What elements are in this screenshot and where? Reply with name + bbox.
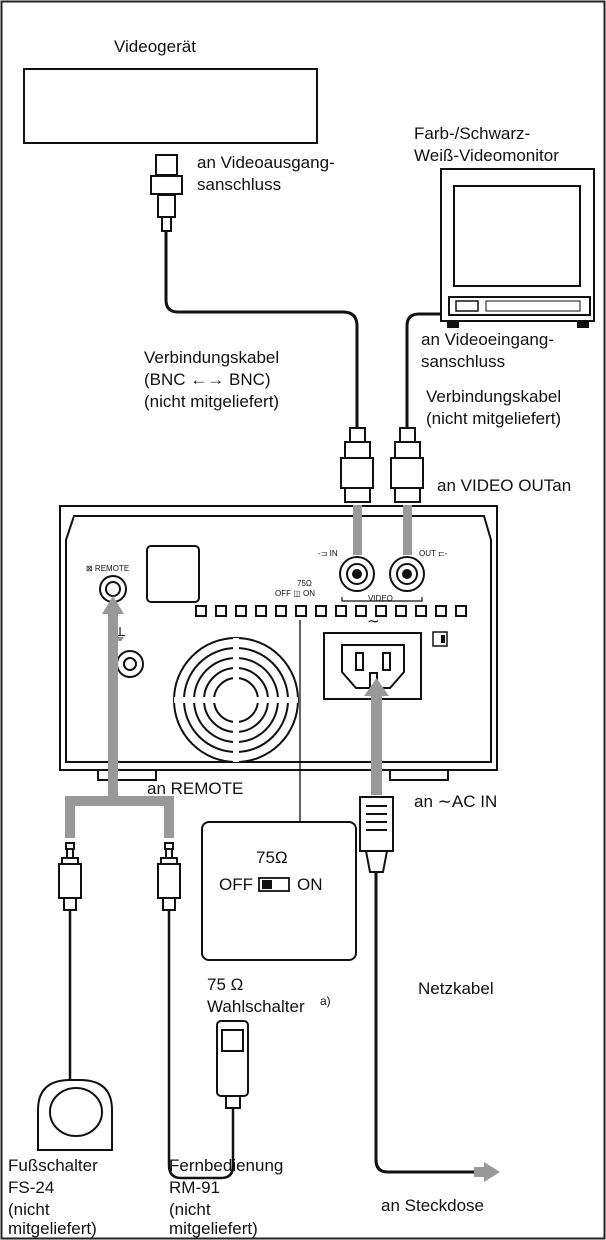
panel-video-in-text: -⊐ IN xyxy=(318,549,338,558)
monitor-label-1: Farb-/Schwarz- xyxy=(414,124,531,143)
panel-video-out-text: OUT ⊏- xyxy=(419,549,448,558)
panel-remote-text: ⊠ REMOTE xyxy=(86,564,130,573)
video-in-socket xyxy=(339,556,375,592)
video-input-label-2: sanschluss xyxy=(421,352,506,371)
footswitch-device xyxy=(37,1079,113,1151)
remote-control-label-4: mitgeliefert) xyxy=(169,1219,258,1238)
panel-ohm-text: 75Ω xyxy=(297,579,312,588)
video-device-bnc-connector xyxy=(150,154,183,232)
video-device-box xyxy=(23,68,318,144)
ac-in-label: an ∼AC IN xyxy=(414,792,498,811)
video-monitor xyxy=(440,168,595,328)
power-plug xyxy=(359,796,394,873)
video-bracket xyxy=(341,597,423,602)
monitor-label-2: Weiß-Videomonitor xyxy=(414,146,559,165)
bnc-plug-left xyxy=(340,427,374,503)
outlet-label: an Steckdose xyxy=(381,1196,485,1215)
monitor-cable xyxy=(405,312,441,428)
panel-ac-text: ∼ xyxy=(367,613,380,630)
footswitch-label-3: (nicht xyxy=(8,1200,50,1219)
bnc-plug-right xyxy=(390,427,424,503)
footswitch-label-1: Fußschalter xyxy=(8,1156,98,1175)
remote-control-label-2: RM-91 xyxy=(169,1178,221,1197)
ac-arrow xyxy=(364,678,389,795)
cable-left-label-1: Verbindungskabel xyxy=(144,348,280,367)
inset-on-label: ON xyxy=(297,875,323,894)
power-cable xyxy=(374,872,474,1174)
remote-arrow xyxy=(65,596,174,838)
vent-slots xyxy=(195,605,467,617)
panel-off-on-text: OFF ◫ ON xyxy=(275,589,315,598)
inset-off-label: OFF xyxy=(219,875,253,894)
footswitch-label-4: mitgeliefert) xyxy=(8,1219,97,1238)
footswitch-plug xyxy=(58,842,82,911)
cable-left-label-3: (nicht mitgeliefert) xyxy=(144,392,280,411)
remote-control-label-1: Fernbedienung xyxy=(169,1156,284,1175)
video-input-label-1: an Videoeingang- xyxy=(421,330,554,349)
remote-control-label-3: (nicht xyxy=(169,1200,211,1219)
video-arrows xyxy=(353,505,412,555)
video-out-label: an VIDEO OUTan xyxy=(437,476,572,495)
cable-left-label-2: (BNC ←→ BNC) xyxy=(144,370,271,389)
video-device-label: Videogerät xyxy=(114,37,196,56)
video-output-label-1: an Videoausgang- xyxy=(197,153,335,172)
panel-label-plate xyxy=(146,545,200,603)
panel-video-text: VIDEO xyxy=(368,594,393,603)
remote-plug xyxy=(157,842,181,911)
selector-note: a) xyxy=(320,994,331,1008)
cable-right-label-2: (nicht mitgeliefert) xyxy=(426,409,562,428)
selector-label-1: 75 Ω xyxy=(207,975,244,994)
selector-label-2: Wahlschalter xyxy=(207,997,305,1016)
video-out-socket xyxy=(389,556,425,592)
outlet-arrow xyxy=(474,1162,500,1182)
remote-label: an REMOTE xyxy=(147,779,244,798)
footswitch-label-2: FS-24 xyxy=(8,1178,55,1197)
cable-right-label-1: Verbindungskabel xyxy=(426,387,562,406)
fan-grille xyxy=(173,637,299,763)
video-output-label-2: sanschluss xyxy=(197,175,282,194)
remote-cable xyxy=(167,910,235,1180)
video-input-cable xyxy=(164,232,359,428)
power-cable-label: Netzkabel xyxy=(418,979,494,998)
remote-control-device xyxy=(216,1020,249,1109)
inset-ohm-label: 75Ω xyxy=(256,848,288,867)
